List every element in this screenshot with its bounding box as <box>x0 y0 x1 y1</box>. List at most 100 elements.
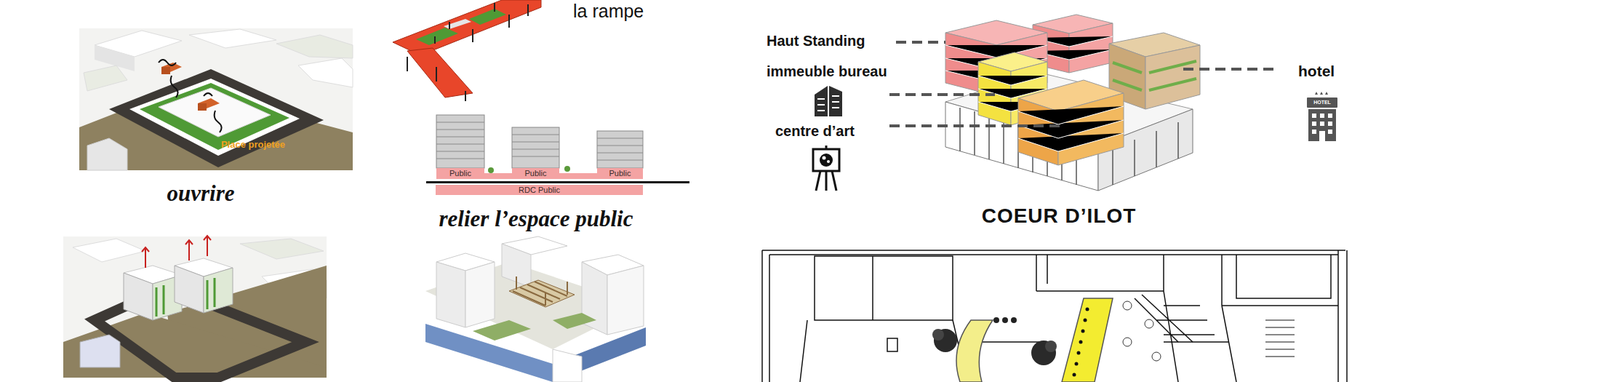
illustration-part <box>1112 61 1197 91</box>
illustration-part <box>72 238 146 262</box>
illustration-part <box>141 235 211 252</box>
illustration-part <box>889 93 995 96</box>
map-label: Place projetée <box>221 139 286 150</box>
illustration-part <box>407 4 528 102</box>
band-text: Public <box>609 169 632 178</box>
illustration-part <box>1031 340 1056 366</box>
illustration-part <box>436 114 485 168</box>
easel-icon <box>813 145 840 191</box>
illustration-part <box>1083 318 1088 323</box>
illustration-part <box>581 261 608 335</box>
public-band: Public <box>436 168 485 179</box>
illustration-part <box>436 261 466 328</box>
illustration-part <box>956 320 993 382</box>
ramp-drawing <box>392 0 542 102</box>
illustration-part <box>800 290 1237 382</box>
illustration-part <box>1319 130 1326 142</box>
illustration-part <box>1183 67 1278 71</box>
illustration-part <box>1308 109 1336 142</box>
illustration-part <box>63 236 327 378</box>
illustration-part <box>822 156 827 160</box>
illustration-part <box>1069 23 1113 73</box>
illustration-part <box>434 2 495 44</box>
concept-caption: relier l’espace public <box>439 206 634 232</box>
illustration-part <box>87 138 128 171</box>
illustration-part <box>189 29 277 48</box>
illustration-part <box>1314 91 1328 95</box>
illustration-part <box>1221 250 1347 382</box>
illustration-part <box>276 34 353 59</box>
illustration-part <box>426 181 690 184</box>
sketch-details <box>932 301 1161 377</box>
courtyard-sketch <box>762 250 1347 382</box>
illustration-part <box>158 59 222 133</box>
illustration-part <box>813 149 840 171</box>
illustration-part <box>552 327 646 382</box>
illustration-part <box>1306 97 1338 108</box>
illustration-part <box>552 349 582 382</box>
illustration-part <box>443 18 472 30</box>
program-label: hotel <box>1298 62 1335 80</box>
ramp-label: la rampe <box>573 1 644 22</box>
illustration-part <box>552 312 597 329</box>
illustration-part <box>1045 340 1057 352</box>
illustration-part <box>465 261 495 328</box>
illustration-part <box>1144 319 1154 328</box>
illustration-part <box>436 122 643 160</box>
illustration-part <box>392 0 542 56</box>
illustration-part <box>80 334 120 368</box>
aerial-courtyard <box>425 236 646 382</box>
illustration-part <box>123 272 153 320</box>
program-label: immeuble bureau <box>766 63 888 80</box>
illustration-part <box>472 320 531 341</box>
program-label: centre d’art <box>775 122 855 139</box>
illustration-part <box>607 265 644 335</box>
illustration-part <box>817 96 840 111</box>
illustration-part <box>1134 294 1215 342</box>
illustration-part <box>1077 351 1081 355</box>
illustration-part <box>564 165 571 172</box>
illustration-part <box>1061 298 1113 382</box>
illustration-part <box>1010 317 1017 323</box>
section-drawing <box>426 114 690 184</box>
illustration-part <box>407 48 473 98</box>
illustration-part <box>887 338 898 352</box>
illustration-part <box>1265 320 1295 357</box>
illustration-part <box>932 328 944 341</box>
band-text: Public <box>525 169 547 178</box>
illustration-part <box>240 238 324 259</box>
illustration-part <box>83 65 128 91</box>
illustration-part <box>993 317 1000 323</box>
aerial-densify <box>63 235 327 378</box>
massing-drawing <box>945 14 1200 191</box>
illustration-part <box>109 69 324 168</box>
illustration-part <box>819 153 833 167</box>
illustration-part <box>1036 254 1164 291</box>
illustration-part <box>814 256 953 320</box>
band-text: Public <box>449 169 472 178</box>
illustration-part <box>1122 301 1132 310</box>
illustration-part <box>79 28 353 171</box>
illustration-part <box>512 276 568 306</box>
illustration-part <box>469 8 507 25</box>
illustration-part <box>1122 337 1132 347</box>
band-text: RDC Public <box>518 186 560 195</box>
illustration-part <box>889 124 1062 128</box>
illustration-part <box>1085 307 1090 312</box>
concept-caption: ouvrire <box>167 181 235 206</box>
program-label: Haut Standing <box>766 32 866 49</box>
illustration-part <box>1081 329 1086 334</box>
illustration-part <box>1018 106 1124 152</box>
illustration-part <box>1002 317 1008 323</box>
section-heading: COEUR D’ILOT <box>981 205 1137 228</box>
illustration-part <box>814 85 828 117</box>
illustration-part <box>174 265 204 313</box>
illustration-part <box>161 66 171 75</box>
illustration-part <box>762 250 1346 382</box>
illustration-part <box>145 237 208 268</box>
illustration-part <box>1145 45 1200 110</box>
illustration-part <box>1074 362 1079 366</box>
illustration-part <box>512 127 560 168</box>
